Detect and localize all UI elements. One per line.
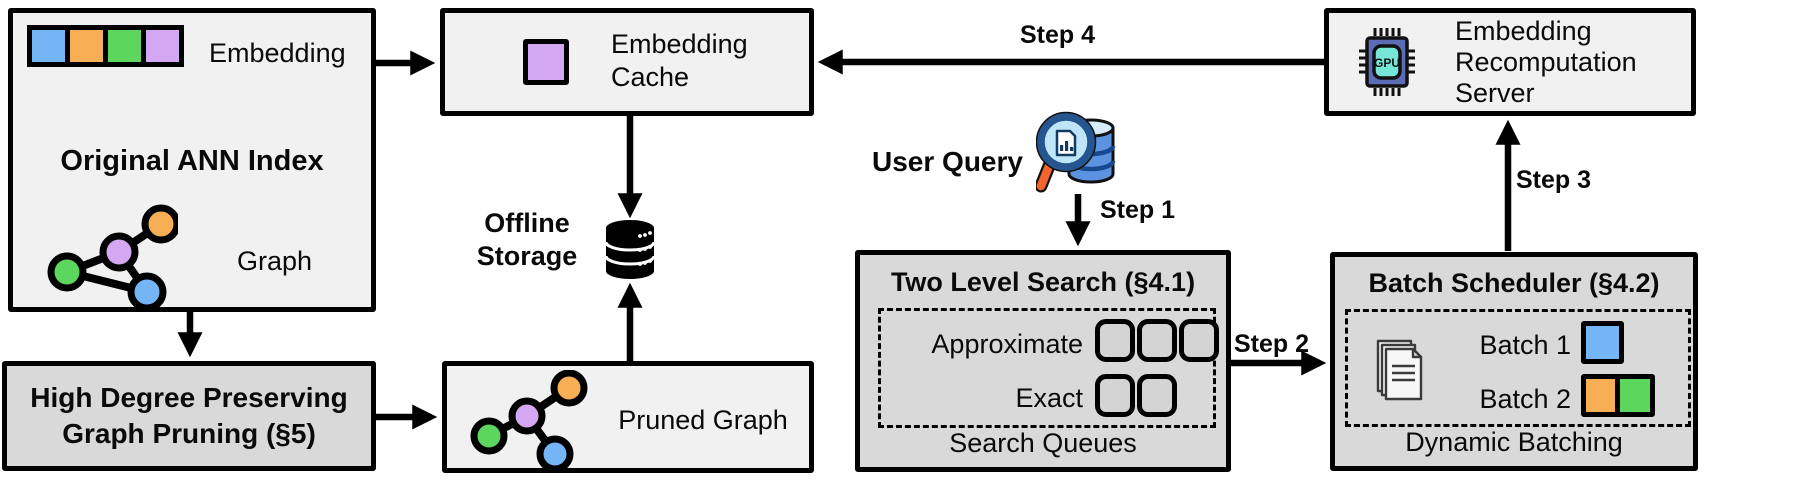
- embedding-cell-orange: [65, 25, 108, 67]
- batch1-label: Batch 1: [1479, 330, 1571, 360]
- user-query-icon: [1036, 111, 1116, 193]
- step4-label: Step 4: [1020, 21, 1096, 49]
- search-queues-panel: Approximate Exact: [878, 308, 1219, 428]
- offline-storage-label: Offline Storage: [476, 208, 578, 271]
- batch2-square-green: [1615, 374, 1655, 417]
- embedding-cell-purple: [141, 25, 184, 67]
- approximate-queue-slots: [1095, 319, 1219, 362]
- batch-scheduler-box: Batch Scheduler (§4.2) Batch 1 Batch 2: [1330, 252, 1698, 471]
- queue-slot: [1095, 374, 1135, 417]
- graph-node-blue: [536, 435, 574, 470]
- graph-pruning-box: High Degree Preserving Graph Pruning (§5…: [2, 361, 376, 471]
- original-graph-icon: [47, 204, 178, 308]
- embedding-vector-strip: [27, 25, 184, 67]
- embedding-cache-box: Embedding Cache: [440, 8, 814, 116]
- original-ann-index-box: Embedding Original ANN Index Graph: [8, 8, 376, 312]
- queue-slot: [1137, 319, 1177, 362]
- recomputation-server-box: GPU Embedding Recomputation Server: [1324, 8, 1696, 116]
- graph-node-purple: [99, 232, 139, 272]
- batch2-label: Batch 2: [1479, 384, 1571, 414]
- pruned-graph-icon: [470, 370, 588, 470]
- recomputation-server-title: Embedding Recomputation Server: [1455, 16, 1637, 108]
- embedding-cell-blue: [27, 25, 70, 67]
- graph-label: Graph: [237, 246, 313, 276]
- batch2-squares: [1581, 374, 1655, 417]
- cached-embedding-swatch: [523, 39, 569, 85]
- graph-node-orange: [141, 204, 178, 244]
- step2-label: Step 2: [1234, 330, 1310, 358]
- queue-slot: [1179, 319, 1219, 362]
- graph-pruning-title: High Degree Preserving Graph Pruning (§5…: [30, 382, 348, 449]
- gpu-chip-label: GPU: [1374, 56, 1400, 70]
- step1-label: Step 1: [1100, 196, 1176, 224]
- pruned-graph-label: Pruned Graph: [618, 405, 788, 435]
- dynamic-batching-panel: Batch 1 Batch 2: [1345, 309, 1691, 427]
- queue-slot: [1137, 374, 1177, 417]
- embedding-cache-title: Embedding Cache: [611, 29, 748, 92]
- user-query-label: User Query: [872, 146, 1023, 177]
- offline-storage-database-icon: [604, 220, 656, 279]
- search-queues-caption: Search Queues: [949, 427, 1137, 458]
- dynamic-batching-caption: Dynamic Batching: [1405, 426, 1623, 457]
- batch1-square-blue: [1581, 321, 1624, 364]
- batch-scheduler-title: Batch Scheduler (§4.2): [1368, 268, 1660, 298]
- graph-node-purple: [508, 397, 546, 435]
- approximate-label: Approximate: [931, 329, 1083, 359]
- two-level-search-title: Two Level Search (§4.1): [890, 267, 1196, 297]
- gpu-chip-icon: GPU: [1359, 28, 1415, 96]
- graph-node-orange: [550, 370, 588, 407]
- graph-node-green: [47, 252, 87, 292]
- pruned-graph-box: Pruned Graph: [442, 361, 814, 473]
- exact-label: Exact: [1015, 383, 1083, 413]
- ann-index-title: Original ANN Index: [60, 145, 324, 177]
- two-level-search-box: Two Level Search (§4.1) Approximate Exac…: [855, 250, 1231, 472]
- graph-node-blue: [127, 272, 167, 308]
- embedding-cell-green: [103, 25, 146, 67]
- embedding-label: Embedding: [209, 38, 346, 68]
- graph-node-green: [470, 417, 508, 455]
- batch2-square-orange: [1581, 374, 1620, 417]
- documents-icon: [1376, 339, 1423, 401]
- exact-queue-slots: [1095, 374, 1177, 417]
- queue-slot: [1095, 319, 1135, 362]
- step3-label: Step 3: [1516, 166, 1592, 194]
